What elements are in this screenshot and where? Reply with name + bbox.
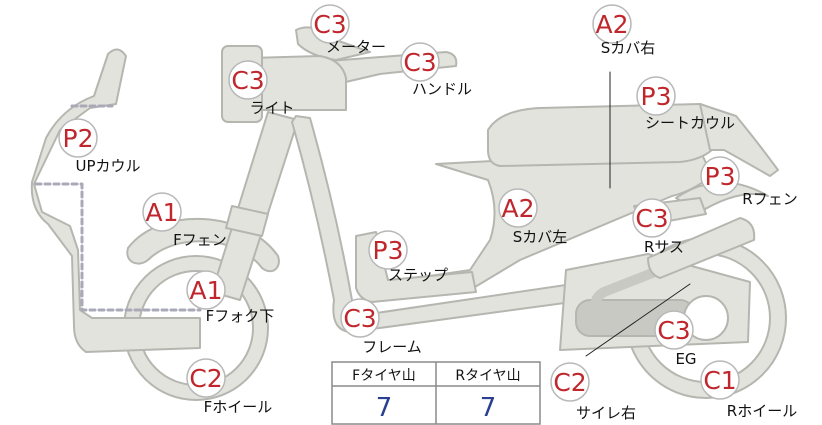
engine-shape (559, 253, 751, 351)
grade-text-seat-cowl: P3 (641, 82, 672, 111)
fork-clamp-shape (225, 205, 269, 237)
part-label-f-fender: Fフェン (173, 231, 227, 249)
up-cowl-dotted-outline (34, 104, 202, 312)
part-label-s-cover-left: Sカバ左 (513, 228, 568, 246)
grade-text-f-wheel: C2 (189, 364, 222, 393)
grade-badge-r-suspension (632, 198, 672, 238)
grade-text-s-cover-left: A2 (501, 194, 534, 223)
grade-text-light: C3 (231, 66, 264, 95)
grade-text-r-wheel: C1 (703, 366, 736, 395)
grade-badge-f-wheel (186, 358, 226, 398)
part-label-s-cover-right: Sカバ右 (601, 39, 656, 57)
grade-text-meter: C3 (313, 10, 346, 39)
grade-badge-s-cover-right (592, 4, 632, 44)
grade-badge-handle (400, 42, 440, 82)
grade-text-f-fender: A1 (145, 198, 178, 227)
front-tire-value: 7 (376, 393, 393, 423)
rear-tire-value: 7 (480, 393, 497, 423)
grade-badge-r-fender (700, 156, 740, 196)
grade-text-handle: C3 (403, 48, 436, 77)
part-light: C3 ライト (228, 60, 295, 117)
rear-shock-shape (647, 217, 756, 279)
grade-badge-f-fork-lower (186, 270, 226, 310)
part-label-muffler-right: サイレ右 (576, 404, 636, 422)
grade-badge-engine (654, 310, 694, 350)
frame-shape (291, 115, 647, 333)
grade-text-frame: C3 (343, 304, 376, 333)
part-seat-cowl: P3 シートカウル (636, 76, 735, 132)
grade-text-r-fender: P3 (705, 162, 736, 191)
part-label-handle: ハンドル (412, 80, 472, 98)
grade-badge-frame (340, 298, 380, 338)
grade-badge-seat-cowl (636, 76, 676, 116)
grade-text-r-suspension: C3 (635, 204, 668, 233)
part-label-up-cowl: UPカウル (75, 157, 140, 175)
part-label-light: ライト (249, 99, 294, 117)
seat-cowl-shape (699, 103, 779, 177)
grade-text-f-fork-lower: A1 (189, 276, 222, 305)
part-label-frame: フレーム (362, 338, 422, 356)
part-handle: C3 ハンドル (400, 42, 472, 98)
part-label-seat-cowl: シートカウル (645, 114, 735, 132)
grade-badge-muffler-right (550, 362, 590, 402)
grade-badge-r-wheel (700, 360, 740, 400)
grade-text-s-cover-right: A2 (595, 10, 628, 39)
grade-badge-s-cover-left (498, 188, 538, 228)
part-label-engine: EG (675, 350, 696, 368)
grade-badge-light (228, 60, 268, 100)
part-label-meter: メーター (326, 38, 386, 56)
up-cowl-shape (30, 48, 201, 353)
grade-badge-meter (310, 4, 350, 44)
grade-badge-step (368, 230, 408, 270)
grade-text-step: P3 (373, 236, 404, 265)
part-muffler-right: C2 サイレ右 (550, 362, 636, 422)
grade-text-up-cowl: P2 (63, 124, 94, 153)
grade-badge-up-cowl (58, 118, 98, 158)
grade-badge-f-fender (142, 192, 182, 232)
front-fork-shape (211, 111, 299, 301)
part-label-f-wheel: Fホイール (204, 398, 273, 416)
part-label-step: ステップ (388, 266, 448, 284)
grade-text-muffler-right: C2 (553, 368, 586, 397)
tire-tread-table: Fタイヤ山 Rタイヤ山 7 7 (331, 361, 541, 425)
part-label-f-fork-lower: Fフォク下 (206, 307, 275, 325)
rear-tire-header: Rタイヤ山 (455, 368, 520, 384)
part-label-r-suspension: Rサス (644, 238, 684, 256)
part-frame: C3 フレーム (340, 298, 422, 356)
muffler-pointer (585, 283, 691, 357)
part-label-r-wheel: Rホイール (727, 402, 797, 420)
front-tire-header: Fタイヤ山 (352, 368, 416, 384)
scooter-illustration (30, 26, 787, 401)
grade-text-engine: C3 (657, 316, 690, 345)
part-label-r-fender: Rフェン (742, 190, 797, 208)
